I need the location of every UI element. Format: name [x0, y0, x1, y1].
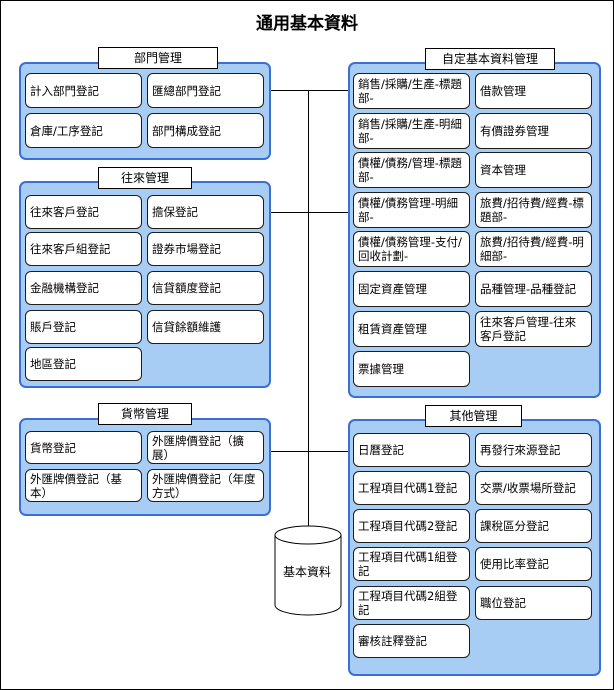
- item-trade-7[interactable]: 信貸餘額維護: [147, 310, 264, 344]
- database-icon: [274, 525, 342, 616]
- item-dept-3[interactable]: 部門構成登記: [147, 113, 264, 148]
- item-label: 信貸餘額維護: [152, 320, 221, 334]
- item-label: 證券市場登記: [152, 242, 221, 256]
- item-label: 外匯牌價登記（年度方式）: [152, 471, 256, 500]
- item-label: 使用比率登記: [480, 557, 549, 571]
- item-label: 外匯牌價登記（擴展）: [152, 433, 244, 462]
- group-custom-label: 自定基本資料管理: [425, 48, 555, 70]
- item-label: 賬戶登記: [30, 320, 76, 334]
- item-custom-5[interactable]: 資本管理: [475, 152, 592, 188]
- item-trade-8[interactable]: 地區登記: [25, 347, 142, 381]
- item-label: 往來客戶登記: [30, 205, 99, 219]
- item-custom-4[interactable]: 債權/債務/管理-標題部-: [353, 152, 470, 188]
- item-trade-3[interactable]: 證券市場登記: [147, 232, 264, 266]
- item-label: 資本管理: [480, 163, 526, 177]
- item-custom-1[interactable]: 借款管理: [475, 73, 592, 109]
- item-other-0[interactable]: 日曆登記: [353, 433, 470, 467]
- item-other-9[interactable]: 職位登記: [475, 586, 592, 620]
- item-label: 匯總部門登記: [152, 83, 221, 98]
- item-label: 工程項目代碼1組登記: [358, 550, 458, 578]
- item-dept-1[interactable]: 匯總部門登記: [147, 73, 264, 108]
- item-label: 金融機構登記: [30, 281, 99, 295]
- group-trade-label: 往來管理: [98, 167, 192, 189]
- item-label: 往來客戶組登記: [30, 242, 111, 256]
- item-currency-2[interactable]: 外匯牌價登記（基本）: [25, 469, 142, 502]
- item-other-8[interactable]: 工程項目代碼2組登記: [353, 586, 470, 620]
- item-label: 借款管理: [480, 84, 526, 98]
- item-label: 銷售/採購/生產-明細部-: [358, 117, 462, 145]
- item-custom-12[interactable]: 租賃資產管理: [353, 311, 470, 347]
- item-label: 計入部門登記: [30, 83, 99, 98]
- item-dept-2[interactable]: 倉庫/工序登記: [25, 113, 142, 148]
- item-label: 倉庫/工序登記: [30, 123, 103, 138]
- item-label: 交票/收票場所登記: [480, 481, 576, 495]
- item-trade-2[interactable]: 往來客戶組登記: [25, 232, 142, 266]
- item-trade-5[interactable]: 信貸額度登記: [147, 271, 264, 305]
- item-custom-10[interactable]: 固定資產管理: [353, 271, 470, 307]
- item-label: 信貸額度登記: [152, 281, 221, 295]
- item-other-7[interactable]: 使用比率登記: [475, 547, 592, 581]
- item-label: 往來客戶管理-往來客戶登記: [480, 315, 577, 343]
- item-other-1[interactable]: 再發行來源登記: [475, 433, 592, 467]
- item-other-3[interactable]: 交票/收票場所登記: [475, 471, 592, 505]
- item-label: 審核註釋登記: [358, 634, 427, 648]
- item-currency-3[interactable]: 外匯牌價登記（年度方式）: [147, 469, 264, 502]
- item-label: 日曆登記: [358, 443, 404, 457]
- item-label: 課稅區分登記: [480, 519, 549, 533]
- item-label: 有價證券管理: [480, 124, 549, 138]
- item-label: 票據管理: [358, 362, 404, 376]
- item-label: 工程項目代碼1登記: [358, 481, 458, 495]
- item-other-6[interactable]: 工程項目代碼1組登記: [353, 547, 470, 581]
- item-currency-0[interactable]: 貨幣登記: [25, 431, 142, 464]
- item-custom-0[interactable]: 銷售/採購/生產-標題部-: [353, 73, 470, 109]
- diagram-title: 通用基本資料: [256, 14, 358, 34]
- connector-trunk: [308, 90, 309, 535]
- item-label: 地區登記: [30, 357, 76, 371]
- item-currency-1[interactable]: 外匯牌價登記（擴展）: [147, 431, 264, 464]
- item-dept-0[interactable]: 計入部門登記: [25, 73, 142, 108]
- database-label: 基本資料: [282, 565, 331, 579]
- item-label: 債權/債務管理-明細部-: [358, 196, 459, 224]
- item-label: 旅費/招待費/經費-明細部-: [480, 235, 584, 263]
- item-custom-9[interactable]: 旅費/招待費/經費-明細部-: [475, 231, 592, 267]
- item-trade-1[interactable]: 擔保登記: [147, 195, 264, 229]
- item-trade-0[interactable]: 往來客戶登記: [25, 195, 142, 229]
- item-label: 銷售/採購/生產-標題部-: [358, 77, 462, 105]
- item-label: 貨幣登記: [30, 440, 76, 455]
- group-currency-label: 貨幣管理: [98, 403, 192, 425]
- item-label: 債權/債務管理-支付/回收計劃-: [358, 235, 462, 263]
- item-label: 工程項目代碼2組登記: [358, 589, 458, 617]
- item-label: 職位登記: [480, 596, 526, 610]
- item-custom-8[interactable]: 債權/債務管理-支付/回收計劃-: [353, 231, 470, 267]
- item-custom-2[interactable]: 銷售/採購/生產-明細部-: [353, 113, 470, 149]
- item-label: 固定資產管理: [358, 282, 427, 296]
- item-label: 外匯牌價登記（基本）: [30, 471, 122, 500]
- item-custom-13[interactable]: 往來客戶管理-往來客戶登記: [475, 311, 592, 347]
- item-trade-4[interactable]: 金融機構登記: [25, 271, 142, 305]
- item-label: 擔保登記: [152, 205, 198, 219]
- item-other-2[interactable]: 工程項目代碼1登記: [353, 471, 470, 505]
- item-label: 再發行來源登記: [480, 443, 561, 457]
- item-label: 租賃資產管理: [358, 322, 427, 336]
- item-other-5[interactable]: 課稅區分登記: [475, 509, 592, 543]
- item-custom-11[interactable]: 品種管理-品種登記: [475, 271, 592, 307]
- item-custom-14[interactable]: 票據管理: [353, 351, 470, 387]
- item-other-10[interactable]: 審核註釋登記: [353, 624, 470, 658]
- group-dept-label: 部門管理: [98, 47, 218, 69]
- item-label: 債權/債務/管理-標題部-: [358, 156, 462, 184]
- item-other-4[interactable]: 工程項目代碼2登記: [353, 509, 470, 543]
- item-label: 工程項目代碼2登記: [358, 519, 458, 533]
- item-trade-6[interactable]: 賬戶登記: [25, 310, 142, 344]
- item-label: 旅費/招待費/經費-標題部-: [480, 196, 584, 224]
- group-other-label: 其他管理: [425, 405, 522, 427]
- item-custom-6[interactable]: 債權/債務管理-明細部-: [353, 192, 470, 228]
- item-custom-3[interactable]: 有價證券管理: [475, 113, 592, 149]
- item-label: 部門構成登記: [152, 123, 221, 138]
- item-custom-7[interactable]: 旅費/招待費/經費-標題部-: [475, 192, 592, 228]
- item-label: 品種管理-品種登記: [480, 282, 577, 296]
